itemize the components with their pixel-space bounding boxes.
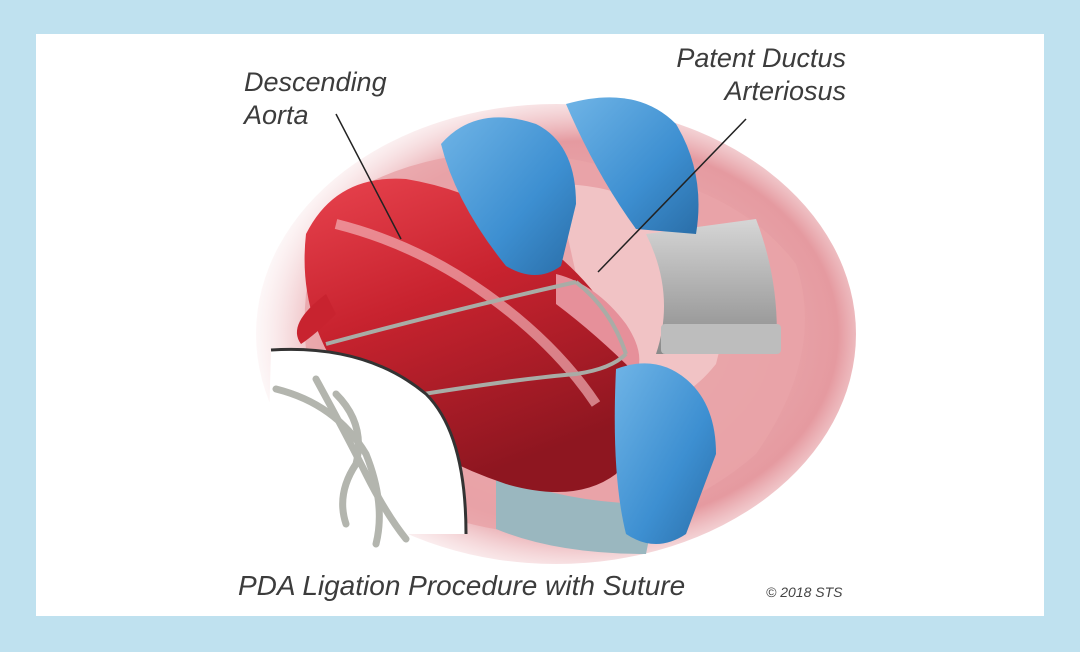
suture-knot-inset [266,347,468,548]
label-descending-aorta: Descending Aorta [244,66,387,132]
label-aorta-line1: Descending [244,67,387,97]
label-pda-line2: Arteriosus [724,76,846,106]
lower-structure [496,474,656,554]
figure-caption: PDA Ligation Procedure with Suture [238,570,686,601]
surgical-illustration [256,97,856,564]
suture-threads [325,280,628,398]
leader-lines [335,113,747,273]
ductus-arteriosus [556,274,640,374]
retractor [646,219,781,354]
gloved-finger-lower [614,363,716,544]
label-pda-line1: Patent Ductus [676,43,846,73]
label-patent-ductus-arteriosus: Patent Ductus Arteriosus [656,42,846,108]
copyright-credit: © 2018 STS [766,584,843,600]
gloved-finger-upper [441,97,699,275]
label-aorta-line2: Aorta [244,100,309,130]
figure-panel: Descending Aorta Patent Ductus Arteriosu… [36,34,1044,616]
